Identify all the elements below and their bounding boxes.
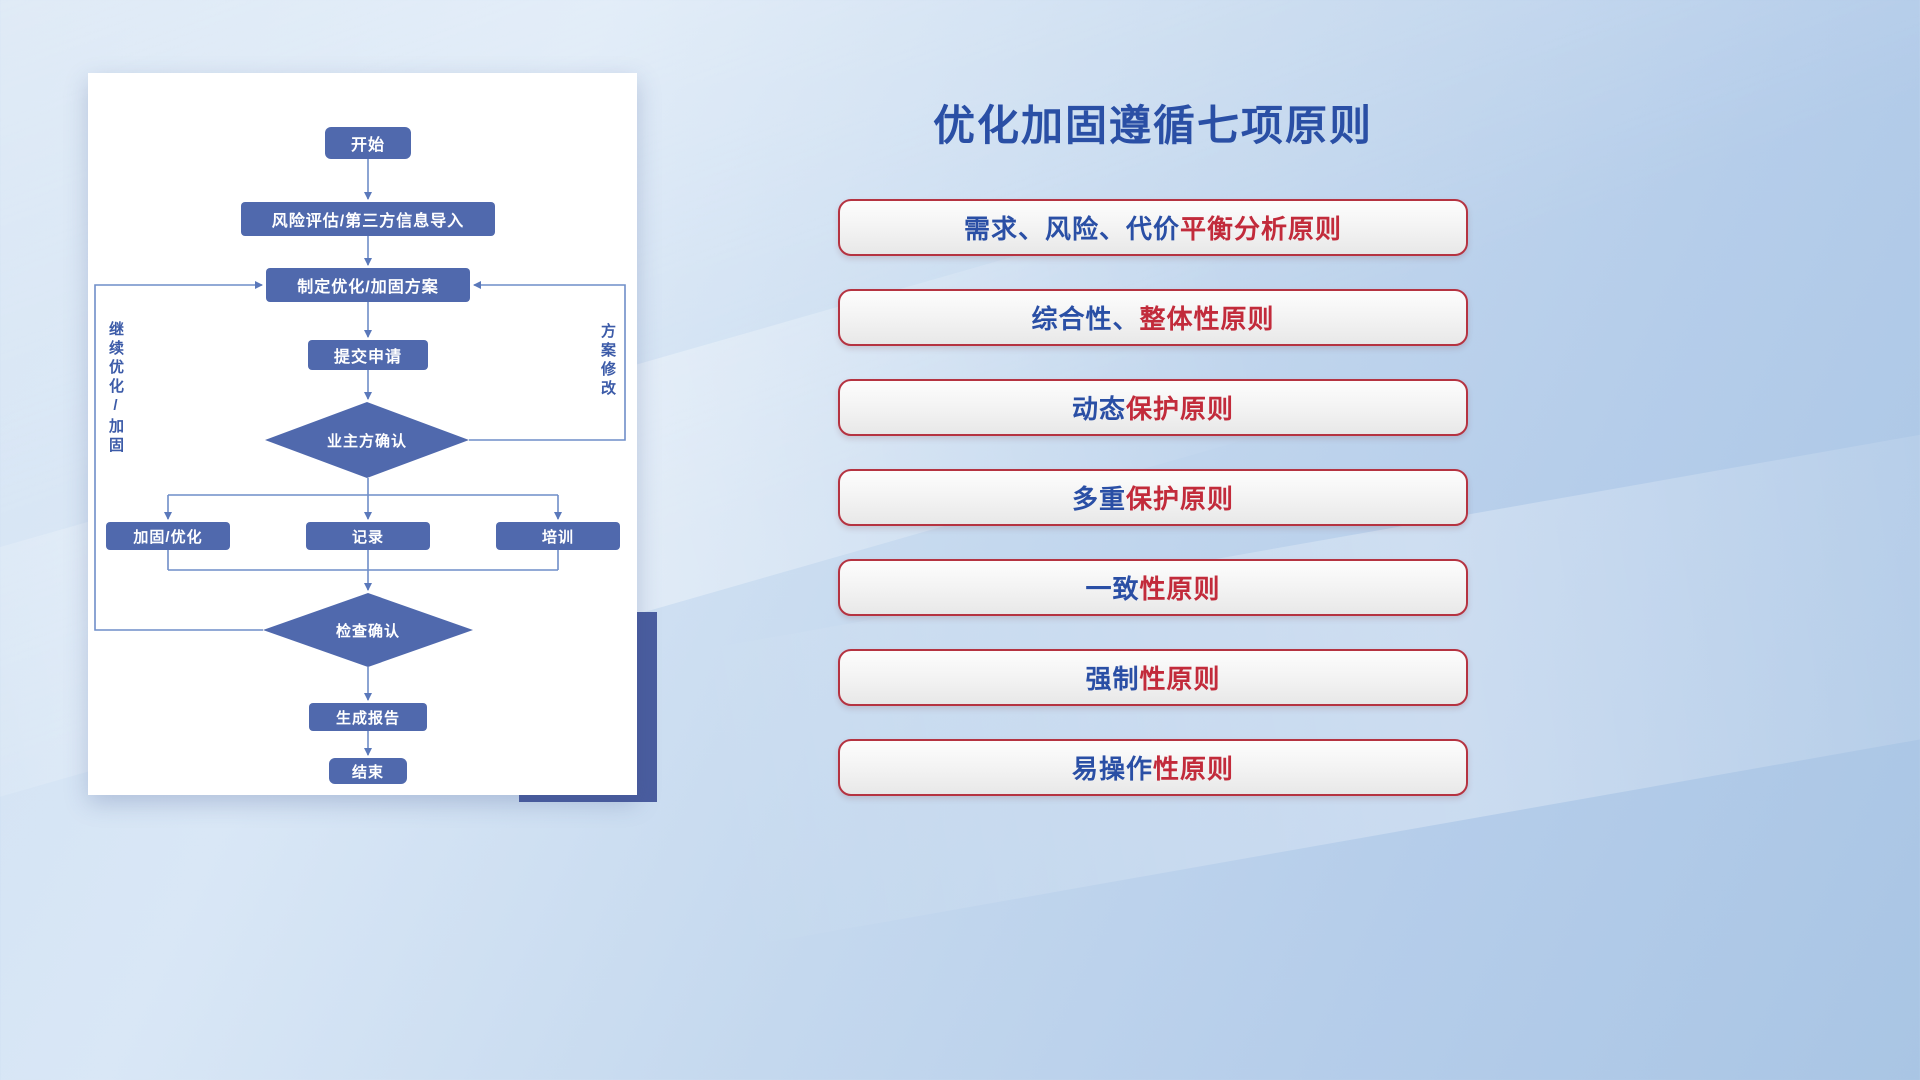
flow-node-make-plan: 制定优化/加固方案	[266, 268, 470, 302]
principle-text-red: 保护原则	[1126, 484, 1235, 514]
principle-text-red: 保护原则	[1126, 394, 1235, 424]
principle-text-red: 整体性原则	[1139, 304, 1275, 334]
principle-text-blue: 易操作	[1071, 754, 1153, 784]
principle-pill-7: 易操作性原则	[838, 739, 1468, 796]
principle-text-blue: 综合性、	[1031, 304, 1140, 334]
flow-node-submit-request: 提交申请	[308, 340, 428, 370]
principle-text-red: 平衡分析原则	[1180, 214, 1343, 244]
principle-text-blue: 一致	[1085, 574, 1140, 604]
principle-pill-3: 动态保护原则	[838, 379, 1468, 436]
flow-node-generate-report: 生成报告	[309, 703, 427, 731]
principle-text-blue: 多重	[1071, 484, 1126, 514]
flow-node-reinforce-optimize: 加固/优化	[106, 522, 230, 550]
flow-node-start: 开始	[325, 127, 411, 159]
principle-pill-6: 强制性原则	[838, 649, 1468, 706]
principles-title: 优化加固遵循七项原则	[932, 102, 1373, 149]
principle-pill-1: 需求、风险、代价平衡分析原则	[838, 199, 1468, 256]
flow-node-training: 培训	[496, 522, 620, 550]
flow-label-continue-optimize: 继续优化/加固	[107, 321, 124, 456]
principle-pill-4: 多重保护原则	[838, 469, 1468, 526]
principle-text-red: 性原则	[1139, 664, 1221, 694]
flow-label-plan-modify: 方案修改	[599, 323, 616, 399]
principle-text-blue: 需求、风险、代价	[963, 214, 1180, 244]
flow-node-risk-import: 风险评估/第三方信息导入	[241, 202, 495, 236]
flow-node-record: 记录	[306, 522, 430, 550]
principle-text-blue: 强制	[1085, 664, 1140, 694]
principle-text-red: 性原则	[1139, 574, 1221, 604]
principle-pill-2: 综合性、整体性原则	[838, 289, 1468, 346]
flow-connectors	[94, 159, 626, 756]
principle-text-red: 性原则	[1153, 754, 1235, 784]
flow-node-end: 结束	[329, 758, 407, 784]
principle-text-blue: 动态	[1071, 394, 1126, 424]
principle-pill-5: 一致性原则	[838, 559, 1468, 616]
flowchart-card: 开始 风险评估/第三方信息导入 制定优化/加固方案 提交申请 业主方确认 加固/…	[88, 73, 637, 795]
principles-list: 需求、风险、代价平衡分析原则 综合性、整体性原则 动态保护原则 多重保护原则 一…	[838, 199, 1468, 796]
